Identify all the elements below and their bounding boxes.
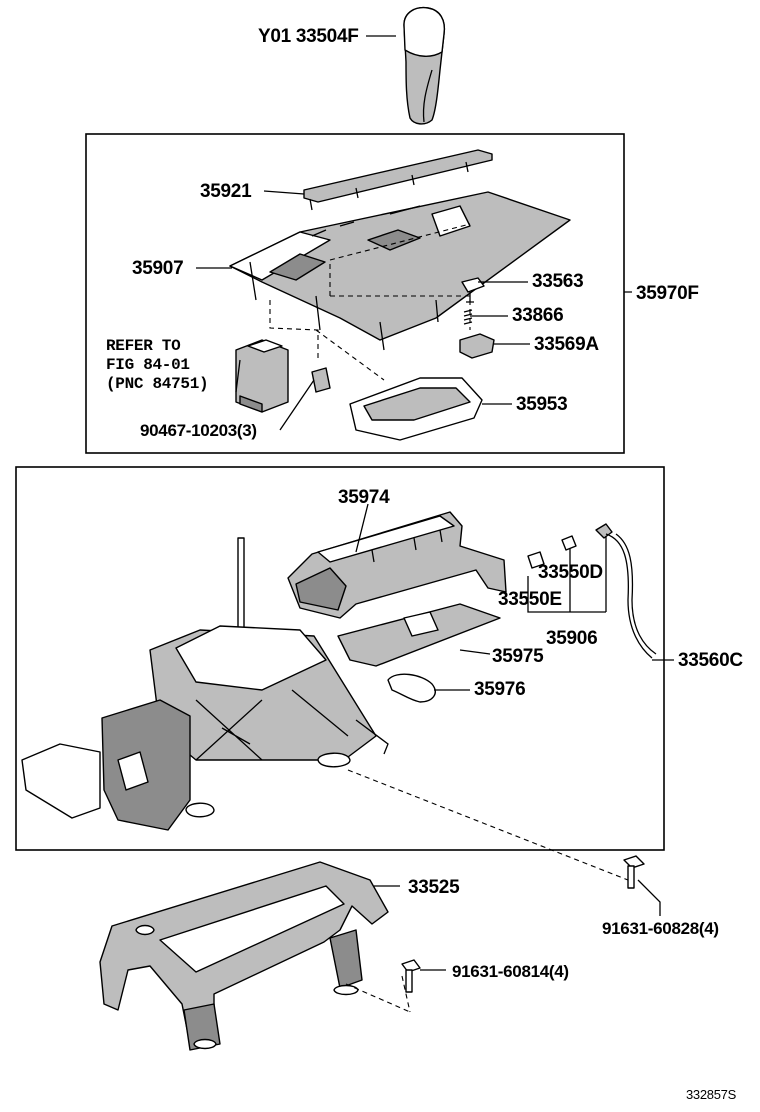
label-35976: 35976 xyxy=(474,679,526,700)
label-91631-60814: 91631-60814(4) xyxy=(452,962,569,981)
bulb-socket-icon xyxy=(561,535,577,551)
figure-code: 332857S xyxy=(686,1087,736,1102)
bezel-icon xyxy=(349,377,483,441)
reference-line-2: FIG 84-01 xyxy=(106,356,190,374)
wire-harness-icon xyxy=(595,523,657,659)
label-33569A: 33569A xyxy=(534,334,599,355)
label-33525: 33525 xyxy=(408,877,460,898)
label-35970F: 35970F xyxy=(636,283,699,304)
label-35907: 35907 xyxy=(132,258,184,279)
label-35974: 35974 xyxy=(338,487,390,508)
small-clip-icon xyxy=(311,367,331,393)
bolt-icon xyxy=(401,959,421,993)
console-panel-icon xyxy=(229,191,571,351)
label-35975: 35975 xyxy=(492,646,544,667)
label-33563: 33563 xyxy=(532,271,584,292)
mounting-bracket-icon xyxy=(99,861,389,1051)
label-33866: 33866 xyxy=(512,305,564,326)
label-91631-60828: 91631-60828(4) xyxy=(602,919,719,938)
reference-line-3: (PNC 84751) xyxy=(106,375,209,393)
trim-strip-icon xyxy=(303,149,493,203)
bulb-icon xyxy=(527,551,545,569)
bolt-icon xyxy=(623,855,645,889)
reference-line-1: REFER TO xyxy=(106,337,181,355)
indicator-plate-icon xyxy=(337,603,501,667)
shift-lever-assembly-icon xyxy=(21,537,389,831)
label-33560C: 33560C xyxy=(678,650,743,671)
label-35953: 35953 xyxy=(516,394,568,415)
reference-note: REFER TO FIG 84-01 (PNC 84751) xyxy=(106,337,209,394)
lock-block-icon xyxy=(459,333,495,359)
console-cover-icon xyxy=(287,511,507,619)
shift-knob-icon xyxy=(403,6,446,125)
label-35906: 35906 xyxy=(546,628,598,649)
label-33550D: 33550D xyxy=(538,562,603,583)
label-33550E: 33550E xyxy=(498,589,562,610)
label-35921: 35921 xyxy=(200,181,252,202)
spring-icon xyxy=(463,309,473,325)
switch-icon xyxy=(235,339,289,413)
upper-group-frame xyxy=(85,133,625,454)
lower-group-frame xyxy=(15,466,665,851)
label-knob: Y01 33504F xyxy=(258,26,359,47)
label-90467-10203: 90467-10203(3) xyxy=(140,421,257,440)
detent-plate-icon xyxy=(387,673,436,703)
